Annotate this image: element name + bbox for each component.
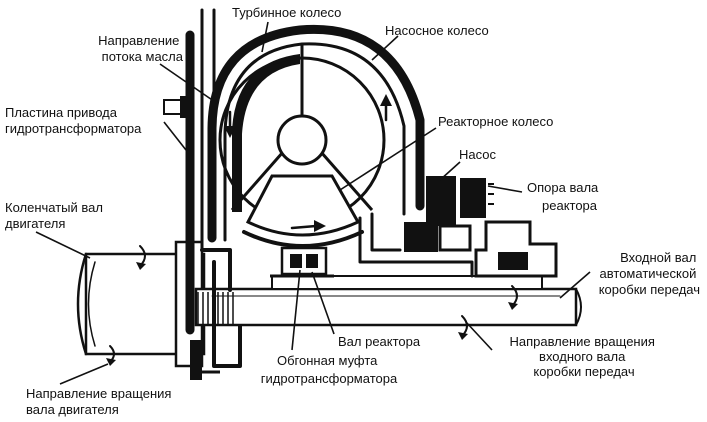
drive-plate: [163, 8, 220, 380]
label-crankshaft: Коленчатый вал двигателя: [5, 200, 107, 231]
leader-lines: [35, 21, 591, 385]
label-reactor-wheel: Реакторное колесо: [438, 114, 553, 129]
reactor-shaft: [271, 275, 543, 290]
label-reactor-shaft: Вал реактора: [338, 334, 421, 349]
oil-flow-arrow-icon: [290, 220, 326, 232]
label-oil-flow-direction: Направление потока масла: [98, 33, 184, 64]
rotation-arrow-icon: [136, 245, 146, 270]
oil-flow-arrow-icon: [224, 110, 236, 138]
label-transmission-input-shaft: Входной вал автоматической коробки перед…: [599, 250, 700, 297]
label-input-shaft-rotation: Направление вращения входного вала короб…: [509, 334, 658, 379]
label-turbine-wheel: Турбинное колесо: [232, 5, 341, 20]
label-converter-drive-plate: Пластина привода гидротрансформатора: [5, 105, 142, 136]
label-engine-shaft-rotation: Направление вращения вала двигателя: [26, 386, 175, 417]
transmission-input-shaft: [194, 287, 582, 327]
label-pump-wheel: Насосное колесо: [385, 23, 489, 38]
overrunning-clutch: [270, 246, 334, 278]
label-reactor-shaft-support: Опора вала реактора: [527, 180, 602, 213]
reactor-wheel: [242, 174, 364, 248]
turbine-blades: [232, 54, 300, 212]
converter-housing: [200, 24, 474, 368]
rotation-arrow-icon: [508, 285, 518, 310]
oil-flow-arrow-icon: [380, 94, 392, 122]
rotation-arrow-icon: [106, 345, 116, 366]
pump-assembly: [404, 176, 558, 278]
label-overrunning-clutch: Обгонная муфта гидротрансформатора: [261, 353, 398, 386]
rotation-arrow-icon: [458, 315, 468, 340]
label-pump: Насос: [459, 147, 496, 162]
